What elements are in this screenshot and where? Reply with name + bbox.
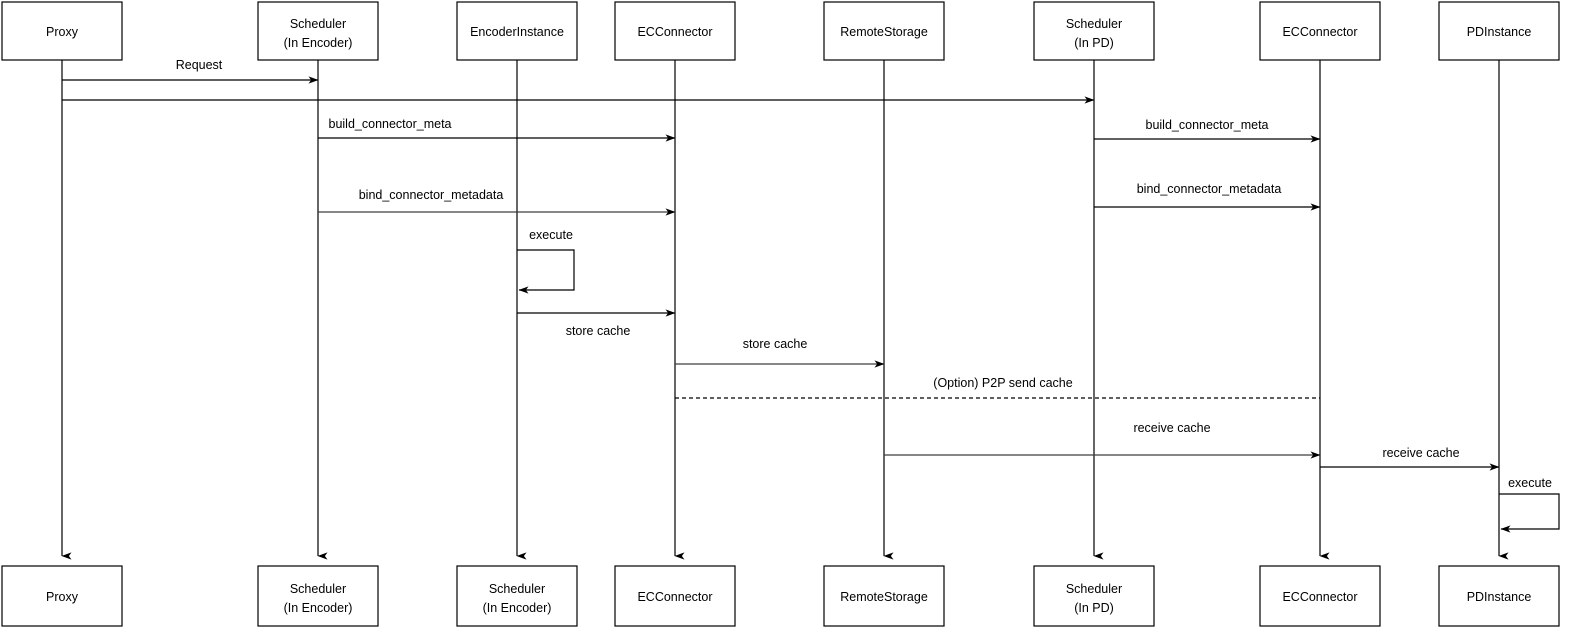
participant-box-bottom-ecc-right[interactable]: ECConnector <box>1259 565 1381 627</box>
message-m8[interactable]: store cache <box>675 337 885 368</box>
self-message-label: execute <box>1508 476 1552 490</box>
participant-box-top-ecc-left[interactable]: ECConnector <box>614 1 736 61</box>
participant-box-rect <box>1 1 123 61</box>
participant-box-rect <box>456 1 578 61</box>
participant-label-line1: Scheduler <box>290 582 346 596</box>
bottom-participant-boxes: Proxy Scheduler (In Encoder) Scheduler (In E… <box>1 565 1560 627</box>
message-label: Request <box>176 58 223 72</box>
participant-box-top-sched-enc[interactable]: Scheduler (In Encoder) <box>257 1 379 61</box>
participant-label-line1: Scheduler <box>1066 17 1122 31</box>
participant-label: Proxy <box>46 25 79 39</box>
participant-box-rect <box>456 565 578 627</box>
message-m11[interactable]: receive cache <box>1320 446 1500 471</box>
participant-label: RemoteStorage <box>840 25 928 39</box>
participant-box-rect <box>614 565 736 627</box>
message-m4[interactable]: build_connector_meta <box>1094 118 1321 143</box>
message-label: store cache <box>743 337 808 351</box>
participant-label-line2: (In Encoder) <box>284 601 353 615</box>
participant-box-top-pd-inst[interactable]: PDInstance <box>1438 1 1560 61</box>
participant-box-rect <box>1259 565 1381 627</box>
participant-box-bottom-encoder-inst[interactable]: Scheduler (In Encoder) <box>456 565 578 627</box>
message-label: receive cache <box>1133 421 1210 435</box>
participant-box-rect <box>823 1 945 61</box>
participant-box-bottom-proxy[interactable]: Proxy <box>1 565 123 627</box>
top-participant-boxes: Proxy Scheduler (In Encoder) EncoderInstanc… <box>1 1 1560 61</box>
message-label: store cache <box>566 324 631 338</box>
participant-box-top-sched-pd[interactable]: Scheduler (In PD) <box>1033 1 1155 61</box>
message-label: receive cache <box>1382 446 1459 460</box>
participant-label-line2: (In PD) <box>1074 601 1114 615</box>
self-message-label: execute <box>529 228 573 242</box>
participant-label-line1: Scheduler <box>1066 582 1122 596</box>
participant-box-top-remote[interactable]: RemoteStorage <box>823 1 945 61</box>
participant-label: ECConnector <box>637 25 712 39</box>
participant-box-rect <box>1438 565 1560 627</box>
participant-box-rect <box>1 565 123 627</box>
participant-box-rect <box>257 565 379 627</box>
participant-box-rect <box>1033 1 1155 61</box>
participant-box-rect <box>257 1 379 61</box>
participant-box-top-encoder-inst[interactable]: EncoderInstance <box>456 1 578 61</box>
message-m9[interactable]: (Option) P2P send cache <box>675 376 1320 399</box>
participant-label: ECConnector <box>637 590 712 604</box>
message-label: build_connector_meta <box>1146 118 1269 132</box>
self-message-path <box>517 249 575 294</box>
lifelines-group <box>61 60 1509 560</box>
message-m6[interactable]: bind_connector_metadata <box>1094 182 1321 211</box>
participant-box-rect <box>1033 565 1155 627</box>
participant-label-line1: Scheduler <box>489 582 545 596</box>
participant-label: PDInstance <box>1467 25 1532 39</box>
message-label: bind_connector_metadata <box>1137 182 1282 196</box>
participant-label: PDInstance <box>1467 590 1532 604</box>
participant-box-rect <box>1259 1 1381 61</box>
message-m3[interactable]: build_connector_meta <box>318 117 676 142</box>
messages-group: Request build_connector_meta build_connect… <box>62 58 1500 471</box>
message-m10[interactable]: receive cache <box>884 421 1321 459</box>
participant-box-bottom-sched-pd[interactable]: Scheduler (In PD) <box>1033 565 1155 627</box>
message-m1[interactable]: Request <box>62 58 319 84</box>
message-label: bind_connector_metadata <box>359 188 504 202</box>
message-label: (Option) P2P send cache <box>933 376 1072 390</box>
participant-label-line2: (In Encoder) <box>483 601 552 615</box>
participant-box-bottom-pd-inst[interactable]: PDInstance <box>1438 565 1560 627</box>
participant-box-rect <box>1438 1 1560 61</box>
participant-label: ECConnector <box>1282 25 1357 39</box>
self-message-s1[interactable]: execute <box>517 228 575 294</box>
participant-box-top-proxy[interactable]: Proxy <box>1 1 123 61</box>
participant-label-line2: (In PD) <box>1074 36 1114 50</box>
participant-box-rect <box>614 1 736 61</box>
self-message-s2[interactable]: execute <box>1499 476 1560 533</box>
self-messages-group: execute execute <box>517 228 1560 533</box>
participant-box-rect <box>823 565 945 627</box>
participant-label-line2: (In Encoder) <box>284 36 353 50</box>
message-m7[interactable]: store cache <box>517 309 676 338</box>
participant-box-top-ecc-right[interactable]: ECConnector <box>1259 1 1381 61</box>
self-message-path <box>1499 493 1560 533</box>
message-label: build_connector_meta <box>329 117 452 131</box>
participant-label: RemoteStorage <box>840 590 928 604</box>
participant-label: EncoderInstance <box>470 25 564 39</box>
message-m5[interactable]: bind_connector_metadata <box>318 188 676 216</box>
participant-box-bottom-ecc-left[interactable]: ECConnector <box>614 565 736 627</box>
participant-box-bottom-remote[interactable]: RemoteStorage <box>823 565 945 627</box>
participant-label: ECConnector <box>1282 590 1357 604</box>
participant-box-bottom-sched-enc[interactable]: Scheduler (In Encoder) <box>257 565 379 627</box>
participant-label: Proxy <box>46 590 79 604</box>
participant-label-line1: Scheduler <box>290 17 346 31</box>
